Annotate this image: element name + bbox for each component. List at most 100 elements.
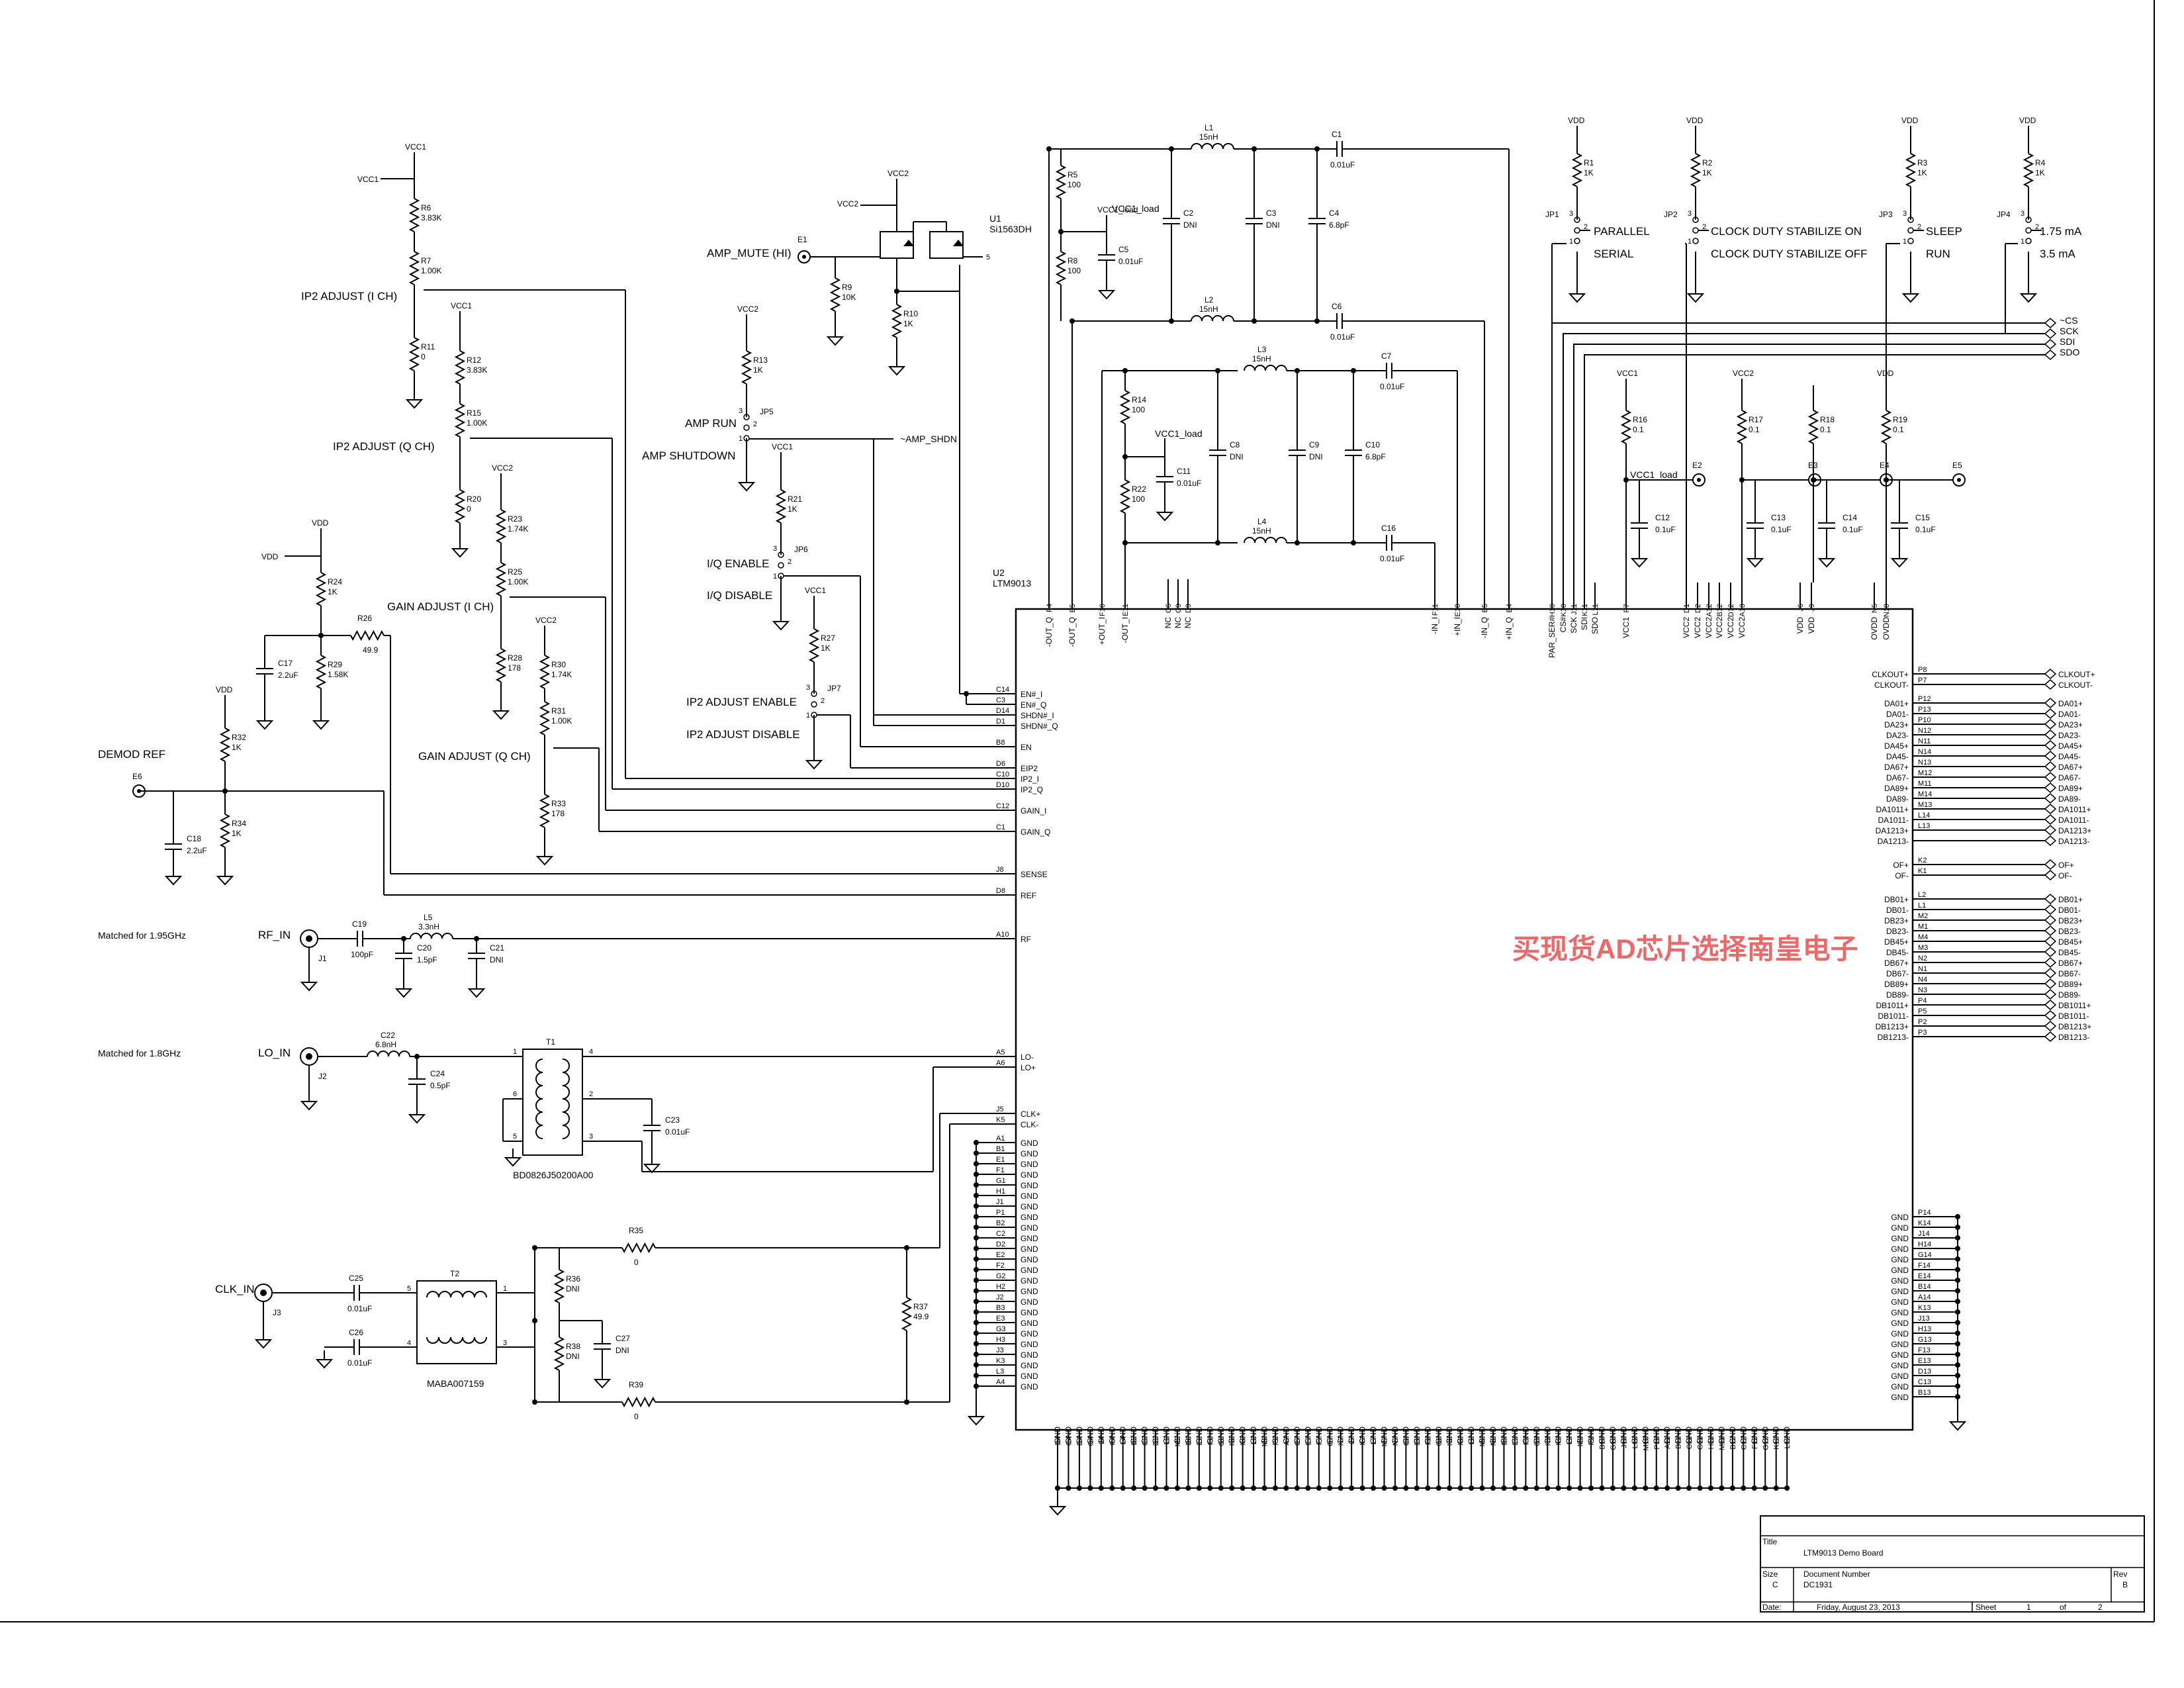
pin-name: OVDD xyxy=(1882,617,1891,640)
component-value: DNI xyxy=(490,955,504,964)
pin-number: A10 xyxy=(996,931,1009,939)
ref-designator: R24 xyxy=(328,577,342,586)
pin-number: P12 xyxy=(1918,695,1931,703)
pin-number: F11 xyxy=(1432,604,1439,616)
date-value: Friday, August 23, 2013 xyxy=(1817,1603,1900,1612)
ground-icon xyxy=(643,1155,661,1174)
capacitor-c7: C70.01uF xyxy=(1380,352,1404,391)
power-flag: VCC1 xyxy=(772,442,793,459)
ground-icon xyxy=(405,391,424,409)
demod-ref-label: DEMOD REF xyxy=(98,748,165,761)
pin-name: PAR_SER# xyxy=(1547,617,1557,658)
pin-number: A12 xyxy=(1706,604,1713,617)
pin-name: DB1011- xyxy=(1878,1011,1909,1021)
pin-name: GND xyxy=(1238,1427,1248,1444)
pin-number: C8 xyxy=(1402,1436,1410,1446)
pin-number: E7 xyxy=(1304,1436,1312,1445)
ref-designator: C20 xyxy=(417,943,432,953)
rf-in-label: RF_IN xyxy=(258,929,291,941)
u2-pin--in-q: E5-IN_Q xyxy=(1480,579,1489,638)
pin-number: L6 xyxy=(1250,1436,1258,1444)
pin-number: L10 xyxy=(1631,1436,1639,1448)
pin-number: K4 xyxy=(1109,1436,1116,1445)
ref-designator: JP1 xyxy=(1545,210,1559,219)
pin-name: GAIN_I xyxy=(1021,806,1046,816)
ground-icon xyxy=(887,357,906,376)
pin-name: GND xyxy=(1423,1427,1432,1444)
pin-name: GND xyxy=(1390,1427,1400,1444)
pin-number: B14 xyxy=(1918,1283,1931,1291)
component-value: 1K xyxy=(1702,168,1712,177)
pin-number: F12 xyxy=(1751,1436,1759,1449)
component-value: 0.1uF xyxy=(1655,525,1676,534)
ground-icon xyxy=(967,1407,985,1426)
pin-name: GND xyxy=(1021,1319,1038,1328)
pin-number: C9 xyxy=(1175,604,1183,613)
title-block: Title LTM9013 Demo Board Size C Document… xyxy=(1760,1515,2145,1613)
component-value: 0.1uF xyxy=(1915,525,1936,534)
pin-number: P14 xyxy=(1918,1209,1931,1217)
ref-designator: JP7 xyxy=(827,684,841,693)
pin-number: 3 xyxy=(503,1339,507,1347)
pin-name: GND xyxy=(1891,1350,1909,1360)
ref-designator: C14 xyxy=(1843,513,1857,522)
net-label: DB1213- xyxy=(2058,1033,2089,1042)
pin-number: H11 xyxy=(1707,1436,1715,1449)
ip2-adj-q-label: IP2 ADJUST (Q CH) xyxy=(333,440,435,453)
ref-designator: R6 xyxy=(421,203,432,212)
cds-on-label: CLOCK DUTY STABILIZE ON xyxy=(1711,225,1862,238)
pin-name: GND xyxy=(1891,1276,1909,1286)
pin-number: L13 xyxy=(1918,822,1930,830)
ref-designator: R33 xyxy=(551,799,566,808)
pin-name: DB23- xyxy=(1886,927,1909,936)
u2-pin--in-i: F11-IN_I xyxy=(1430,579,1439,634)
component-value: DNI xyxy=(1266,220,1280,230)
component-value: 6.8nH xyxy=(375,1040,396,1049)
pin-name: EN#_Q xyxy=(1021,700,1046,710)
pin-number: M6 xyxy=(1261,1436,1269,1446)
u2-ic: U2 LTM9013 xyxy=(993,567,1914,1431)
i175-label: 1.75 mA xyxy=(2040,225,2082,238)
pin-name: GND xyxy=(1021,1244,1038,1254)
pin-number: M9 xyxy=(1577,1436,1585,1446)
ref-designator: R3 xyxy=(1917,158,1928,167)
pin-name: GND xyxy=(1021,1372,1038,1381)
pin-number: L5 xyxy=(1163,1436,1171,1444)
pin-name: GND xyxy=(1760,1427,1770,1444)
pin-name: GND xyxy=(1380,1427,1389,1444)
pin-name: GND xyxy=(1021,1266,1038,1275)
ref-designator: L2 xyxy=(1205,295,1214,305)
ref-designator: T2 xyxy=(450,1269,459,1278)
pin-name: GND xyxy=(1021,1255,1038,1264)
component-value: 0.01uF xyxy=(1380,382,1404,391)
pin-name: GND xyxy=(1021,1234,1038,1243)
component-value: 0.5pF xyxy=(430,1081,451,1090)
pin-name: DA1011- xyxy=(1878,816,1909,825)
size-value: C xyxy=(1772,1580,1778,1589)
component-value: DNI xyxy=(566,1284,580,1293)
ref-designator: R31 xyxy=(551,706,566,716)
pin-name: DB23+ xyxy=(1884,916,1909,925)
pin-number: G13 xyxy=(1918,1336,1932,1344)
